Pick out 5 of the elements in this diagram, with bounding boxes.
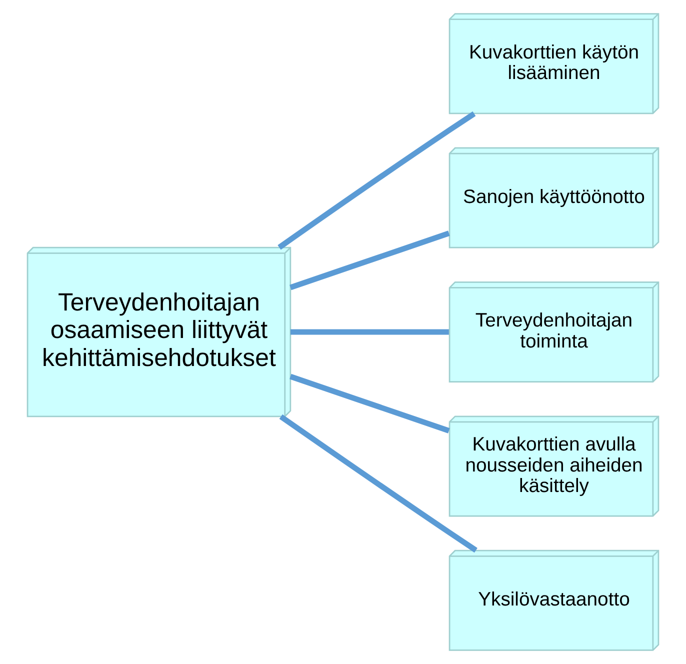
- connector: [279, 414, 478, 553]
- connector: [290, 374, 450, 434]
- connector: [278, 111, 476, 250]
- connector: [290, 230, 450, 290]
- connector: [290, 329, 449, 335]
